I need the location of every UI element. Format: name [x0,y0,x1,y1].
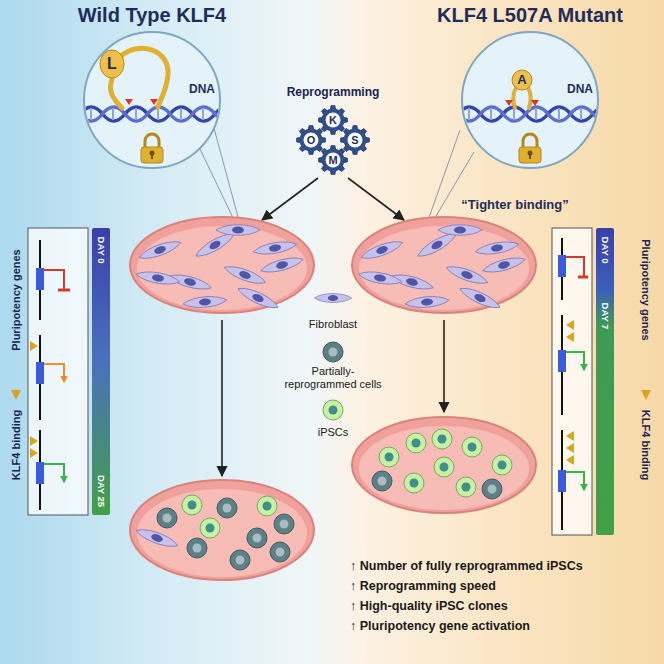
residue-letter: L [107,55,117,73]
axis-label: KLF4 binding [640,410,653,480]
gear-body [319,146,348,175]
factor-gear: K [318,105,348,135]
axis-label: Pluripotency genes [640,239,653,340]
result-item: ↑ Number of fully reprogrammed iPSCs [350,559,583,573]
dna-label: DNA [567,83,593,97]
gear-hub [348,133,363,148]
gear-body [341,126,370,155]
axis-label: Pluripotency genes [10,249,23,350]
result-item: ↑ Pluripotency gene activation [350,619,530,633]
result-item: ↑ Reprogramming speed [350,579,496,593]
annotation: “Tighter binding” [461,198,568,213]
factor-gear: O [296,125,326,155]
circle-outline [83,31,221,169]
factor-letter: S [351,134,358,147]
day-label: DAY 0 [600,237,611,264]
cell-label: Partially-reprogrammed cells [277,365,389,390]
panel-title: Wild Type KLF4 [78,4,226,27]
circle-outline [461,31,599,169]
factor-gear: S [340,125,370,155]
gear-hub [326,113,341,128]
circle-border [462,32,598,168]
axis-label: KLF4 binding [10,410,23,480]
gear-hub [326,153,341,168]
zoom-circle: L DNA [83,31,221,169]
zoom-circle: A DNA [461,31,599,169]
day-label: DAY 25 [96,475,107,507]
gear-body [319,106,348,135]
day-label: DAY 7 [600,303,611,330]
timeline-bar: DAY 0 DAY 7 [596,228,614,535]
result-item: ↑ High-quality iPSC clones [350,599,508,613]
timeline-bar: DAY 0 DAY 25 [92,228,110,515]
residue-letter: A [517,73,526,88]
day-label: DAY 0 [96,237,107,264]
factor-gear: M [318,145,348,175]
circle-border [84,32,220,168]
process-label: Reprogramming [287,86,380,100]
gear-hub [304,133,319,148]
cell-label: Fibroblast [309,318,357,331]
factor-letter: K [329,114,337,127]
factor-letter: O [307,134,316,147]
factor-letter: M [328,154,337,167]
panel-title: KLF4 L507A Mutant [437,4,623,27]
cell-label: iPSCs [318,426,349,439]
dna-label: DNA [189,83,215,97]
gear-body [297,126,326,155]
